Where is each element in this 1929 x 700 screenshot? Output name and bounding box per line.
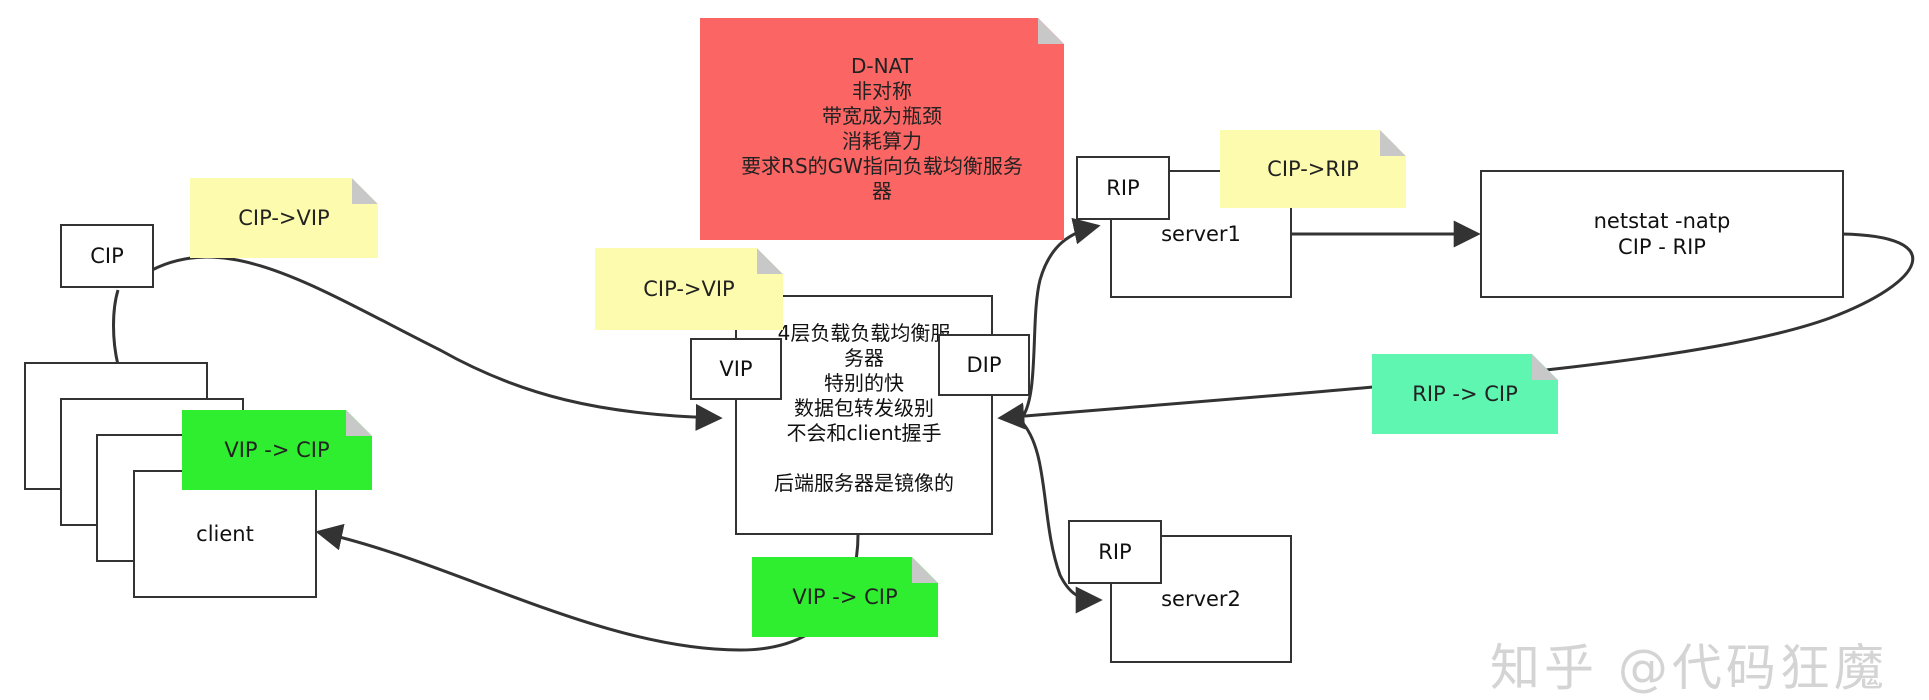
cip-to-client-line <box>112 289 120 366</box>
lb-vip-tag: VIP <box>690 338 782 400</box>
dnat-note-text: D-NAT 非对称 带宽成为瓶颈 消耗算力 要求RS的GW指向负载均衡服务 器 <box>741 54 1023 203</box>
server1-label: server1 <box>1161 222 1241 246</box>
client-cip-tag-label: CIP <box>90 244 124 268</box>
rip-cip-note-text: RIP -> CIP <box>1412 382 1518 406</box>
client-label: client <box>196 522 254 546</box>
vip-cip-note-bottom: VIP -> CIP <box>752 557 938 637</box>
vip-cip-note-client: VIP -> CIP <box>182 410 372 490</box>
vip-cip-note-client-text: VIP -> CIP <box>224 438 330 462</box>
server2-rip-tag-label: RIP <box>1098 540 1132 564</box>
watermark: 知乎 @代码狂魔 <box>1490 639 1888 697</box>
server2-label: server2 <box>1161 587 1241 611</box>
server2-rip-tag: RIP <box>1068 520 1162 584</box>
cip-vip-note-client: CIP->VIP <box>190 178 378 258</box>
cip-vip-note-lb-text: CIP->VIP <box>643 277 735 301</box>
vip-cip-note-bottom-text: VIP -> CIP <box>792 585 898 609</box>
cip-rip-note: CIP->RIP <box>1220 130 1406 208</box>
netstat-connection: CIP - RIP <box>1618 235 1706 259</box>
lb-to-server2-arrow <box>1018 418 1103 614</box>
cip-vip-note-client-text: CIP->VIP <box>238 206 330 230</box>
client-to-lb-arrow <box>151 255 723 431</box>
client-cip-tag: CIP <box>60 224 154 288</box>
netstat-to-lb-arrow <box>997 232 1915 430</box>
server1-rip-tag-label: RIP <box>1106 176 1140 200</box>
lb-dip-tag-label: DIP <box>966 353 1002 377</box>
load-balancer-text: 4层负载负载均衡服 务器 特别的快 数据包转发级别 不会和client握手 后端… <box>774 321 954 495</box>
load-balancer-box: 4层负载负载均衡服 务器 特别的快 数据包转发级别 不会和client握手 后端… <box>735 295 993 535</box>
lb-to-server1-arrow <box>1018 217 1101 422</box>
server1-rip-tag: RIP <box>1076 156 1170 220</box>
rip-cip-note: RIP -> CIP <box>1372 354 1558 434</box>
cip-vip-note-lb: CIP->VIP <box>595 248 783 330</box>
lb-dip-tag: DIP <box>938 334 1030 396</box>
lb-vip-tag-label: VIP <box>719 357 753 381</box>
dnat-note: D-NAT 非对称 带宽成为瓶颈 消耗算力 要求RS的GW指向负载均衡服务 器 <box>700 18 1064 240</box>
cip-rip-note-text: CIP->RIP <box>1267 157 1359 181</box>
netstat-box: netstat -natp CIP - RIP <box>1480 170 1844 298</box>
netstat-command: netstat -natp <box>1593 209 1731 233</box>
